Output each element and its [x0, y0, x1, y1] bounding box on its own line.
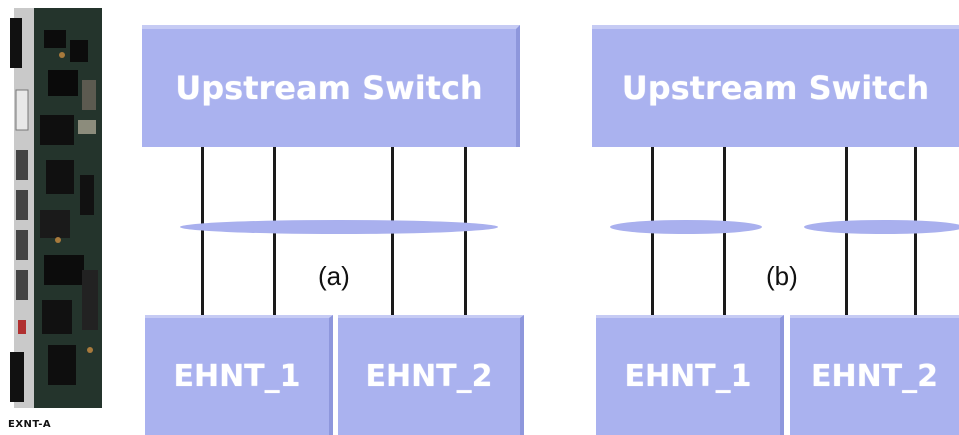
ehnt-1-box: EHNT_1: [145, 315, 333, 435]
ehnt-2-box: EHNT_2: [790, 315, 959, 435]
upstream-switch-box: Upstream Switch: [142, 25, 520, 147]
ehnt-2-box: EHNT_2: [338, 315, 524, 435]
lag-group-oval: [610, 220, 762, 234]
diagram-caption: (a): [318, 261, 350, 291]
link-wire: [201, 147, 204, 317]
lag-group-oval: [804, 220, 959, 234]
link-wire: [464, 147, 467, 317]
ehnt-1-box: EHNT_1: [596, 315, 784, 435]
card-caption: EXNT-A: [8, 419, 52, 430]
upstream-switch-box: Upstream Switch: [592, 25, 959, 147]
exnt-a-card-image: [0, 0, 105, 434]
diagram-caption: (b): [766, 261, 798, 291]
lag-group-oval: [180, 220, 498, 234]
